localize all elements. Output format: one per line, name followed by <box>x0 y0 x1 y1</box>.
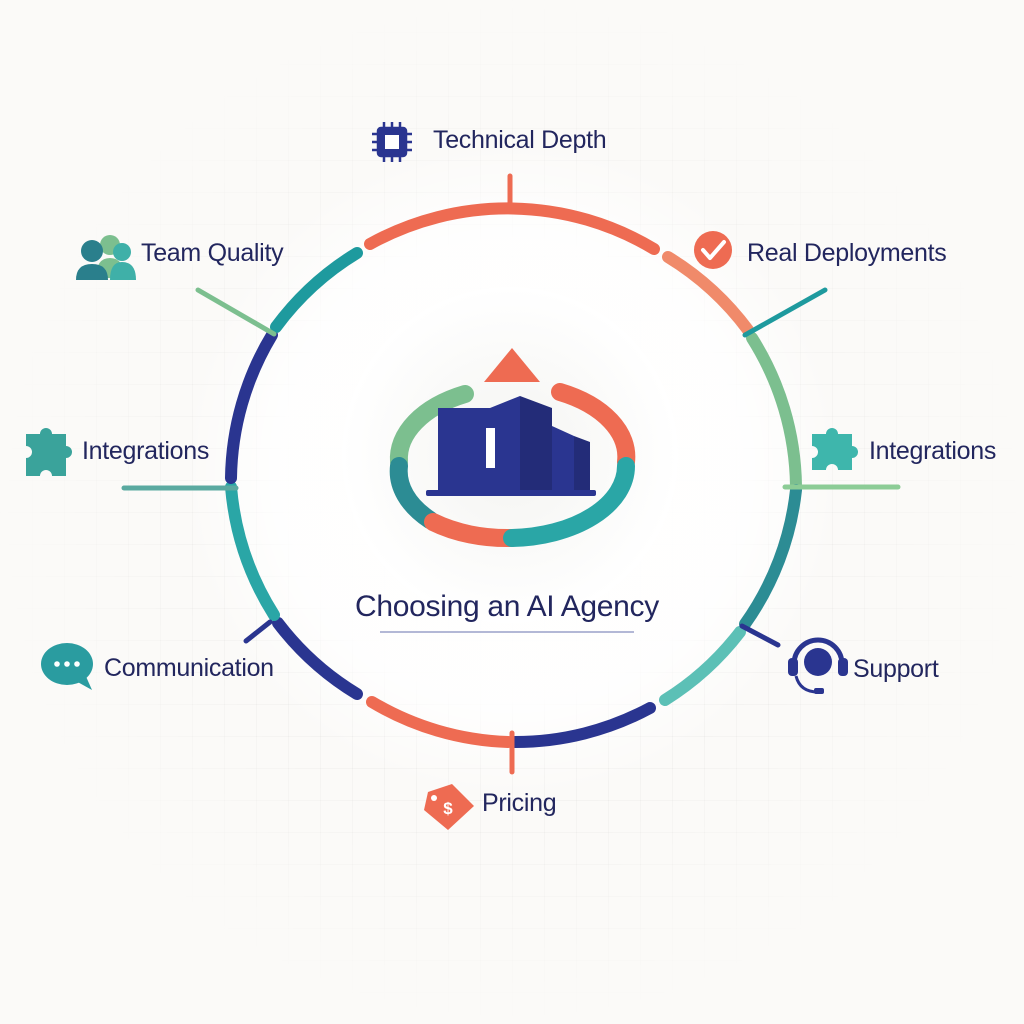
ring-segment-coral-right <box>662 251 754 336</box>
node-communication: Communication <box>41 643 274 690</box>
ring-segment-aqua-bottom-right <box>659 626 746 706</box>
node-pricing: $ Pricing <box>424 784 557 830</box>
emblem-ring-green-arc <box>389 385 474 471</box>
checkmark-icon <box>694 231 732 269</box>
svg-text:$: $ <box>443 799 453 818</box>
chip-icon <box>372 122 412 162</box>
emblem-ring-aqua-arc <box>503 457 635 547</box>
node-label-pricing: Pricing <box>482 789 556 817</box>
ring-segment-navy-bottom <box>509 702 656 749</box>
node-integrations-left: Integrations <box>26 428 209 476</box>
outer-ring <box>225 202 802 749</box>
price-tag-icon: $ <box>424 784 474 830</box>
node-label-technical-depth: Technical Depth <box>433 126 606 154</box>
node-label-integrations-right: Integrations <box>869 437 996 465</box>
emblem-ring <box>389 383 636 548</box>
center-emblem <box>342 287 678 623</box>
node-support: Support <box>788 637 939 694</box>
ring-segment-navy-left <box>225 329 278 484</box>
node-real-deployments: Real Deployments <box>694 231 947 269</box>
emblem-ring-coral-arc-top <box>551 383 636 471</box>
connector-team-quality <box>195 287 277 337</box>
ring-segment-green-right <box>746 332 802 492</box>
connector-support <box>739 623 781 648</box>
building-icon <box>426 396 596 496</box>
node-label-support: Support <box>853 655 939 683</box>
node-label-integrations-left: Integrations <box>82 437 209 465</box>
puzzle-icon <box>812 428 858 470</box>
connector-lines <box>121 173 901 775</box>
center-title: Choosing an AI Agency <box>355 590 659 623</box>
ring-segment-teal-right <box>739 484 802 630</box>
ring-segment-coral-bottom <box>366 696 514 748</box>
node-integrations-right: Integrations <box>812 428 996 470</box>
emblem-ring-teal-arc <box>389 457 439 529</box>
team-icon <box>76 235 136 280</box>
node-team-quality: Team Quality <box>76 235 284 280</box>
ring-segment-navy-bottom-left <box>272 617 363 700</box>
node-label-communication: Communication <box>104 654 274 682</box>
headset-icon <box>788 637 848 694</box>
ring-segment-teal-top-left <box>270 247 363 333</box>
node-label-real-deployments: Real Deployments <box>747 239 946 267</box>
connector-communication <box>243 619 273 644</box>
puzzle-icon <box>26 428 72 476</box>
connector-real-deployments <box>742 287 828 338</box>
up-arrow-icon <box>484 348 540 382</box>
node-label-team-quality: Team Quality <box>141 239 284 267</box>
node-technical-depth: Technical Depth <box>372 122 607 162</box>
chat-bubble-icon <box>41 643 93 690</box>
ring-segment-teal-left <box>225 481 280 621</box>
ring-segment-coral-top <box>364 202 660 255</box>
